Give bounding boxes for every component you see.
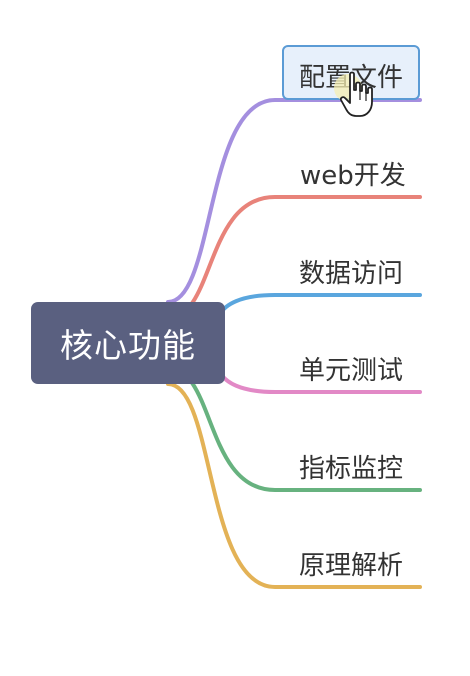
branch-node-principles[interactable]: 原理解析 <box>299 551 404 581</box>
branch-node-metrics-monitoring[interactable]: 指标监控 <box>299 454 404 484</box>
connector-principles <box>166 382 422 589</box>
connector-config-files <box>166 98 422 304</box>
branch-node-unit-testing[interactable]: 单元测试 <box>299 356 404 386</box>
hand-pointer-icon <box>334 71 373 117</box>
branch-node-data-access[interactable]: 数据访问 <box>299 259 404 289</box>
root-node[interactable]: 核心功能 <box>31 302 225 384</box>
branch-node-web-dev[interactable]: web开发 <box>300 161 406 191</box>
connector-data-access <box>215 293 422 336</box>
root-label: 核心功能 <box>60 326 196 365</box>
